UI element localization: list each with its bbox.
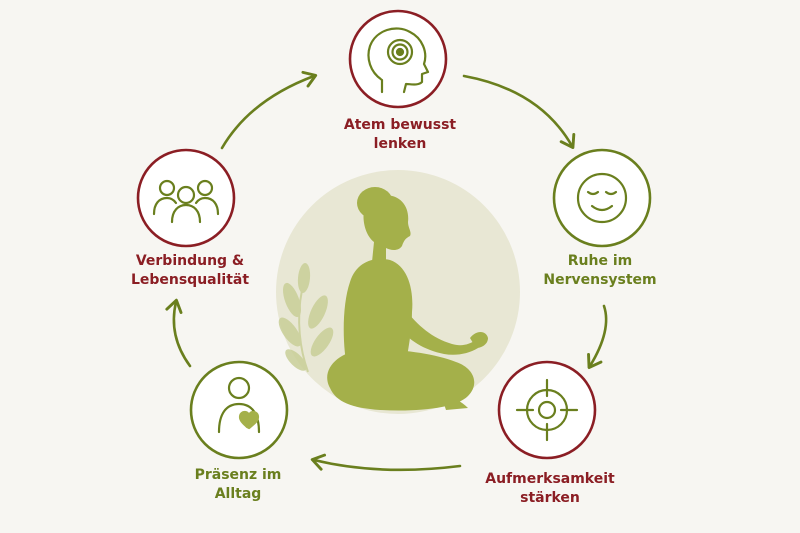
step-circle-connection [136,148,236,248]
cycle-arrows [165,70,608,472]
arrow-presence-to-connection [165,298,192,368]
step-label-line: stärken [520,490,580,506]
step-circle-presence [189,360,289,460]
step-circle-focus [497,360,597,460]
arrow-focus-to-presence [310,453,462,472]
arrow-breath-to-calm [462,74,576,150]
target-crosshair-icon [515,378,579,442]
meditating-woman-icon [327,187,488,411]
leaf-branch-icon [278,263,334,373]
step-label-line: Ruhe im [567,253,633,269]
step-label-line: Aufmerksamkeit [485,471,615,487]
step-label-line: Verbindung & [135,253,245,269]
person-heart-icon [217,376,261,434]
step-label-line: Lebensqualität [130,272,250,288]
arrow-connection-to-breath [220,70,318,150]
group-people-icon [152,179,220,224]
calm-face-icon [576,172,628,224]
step-label-calm: Ruhe im Nervensystem [525,252,675,290]
head-spiral-icon [367,27,430,94]
step-label-focus: Aufmerksamkeit stärken [470,470,630,508]
step-circle-calm [552,148,652,248]
step-label-line: Alltag [214,486,262,502]
step-label-line: Atem bewusst [343,117,457,133]
step-label-connection: Verbindung & Lebensqualität [110,252,270,290]
step-label-line: lenken [373,136,427,152]
step-label-presence: Präsenz im Alltag [168,466,308,504]
step-label-line: Präsenz im [194,467,282,483]
arrow-calm-to-focus [587,304,608,370]
step-label-line: Nervensystem [543,272,657,288]
step-label-breath: Atem bewusst lenken [325,116,475,154]
